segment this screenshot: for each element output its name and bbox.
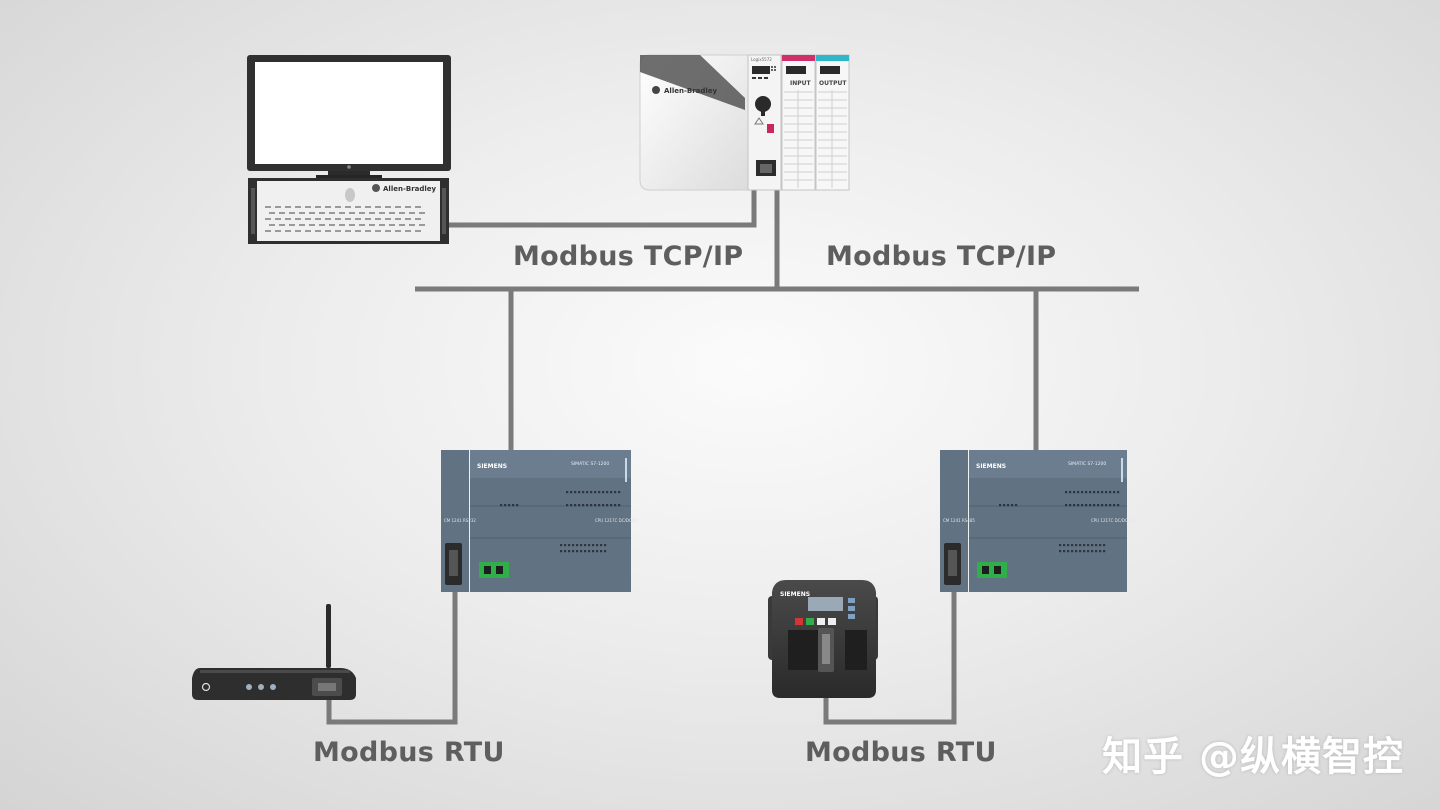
right-rtu-label: Modbus RTU [805, 737, 997, 768]
right-terminal-block [977, 562, 1007, 578]
right-io-leds [999, 491, 1120, 553]
siemens-drive: SIEMENS [768, 580, 878, 698]
wireless-router [192, 604, 356, 700]
right-s7-1200: SIEMENS SIMATIC S7-1200 CM 1241 RS485 CP… [940, 450, 1135, 592]
left-s7-1200: SIEMENS SIMATIC S7-1200 CM 1241 RS232 CP… [441, 450, 639, 592]
right-tcp-label: Modbus TCP/IP [826, 241, 1057, 272]
monitor [247, 55, 451, 179]
ab-logo-icon [652, 86, 660, 94]
antenna-icon [326, 604, 331, 668]
watermark: 知乎 @纵横智控 [1102, 734, 1404, 780]
input-module-label: INPUT [790, 80, 812, 87]
drive-brand: SIEMENS [780, 591, 810, 598]
workstation-brand: Allen-Bradley [383, 185, 437, 193]
computer-chassis: Allen-Bradley [248, 178, 449, 244]
power-icon [201, 682, 211, 692]
workstation: Allen-Bradley [247, 55, 451, 244]
left-cm-label: CM 1241 RS232 [444, 518, 476, 523]
left-cpu-label: CPU 1217C DC/DC/DC [595, 518, 639, 523]
left-terminal-block [479, 562, 509, 578]
left-s7-brand: SIEMENS [477, 463, 507, 470]
right-cm-label: CM 1241 RS485 [943, 518, 975, 523]
wire-left-rtu [326, 590, 458, 725]
sd-card-icon [767, 124, 774, 133]
cpu-display [752, 66, 770, 74]
module-wiring-grid [784, 90, 847, 188]
drive-display [808, 597, 843, 611]
left-rtu-label: Modbus RTU [313, 737, 505, 768]
ab-cpu-label: Logix5572 [751, 57, 772, 62]
left-io-leds [500, 491, 621, 553]
right-s7-model: SIMATIC S7-1200 [1068, 461, 1106, 467]
wires [326, 190, 1139, 725]
left-s7-model: SIMATIC S7-1200 [571, 461, 609, 467]
output-module-label: OUTPUT [819, 80, 847, 87]
right-s7-brand: SIEMENS [976, 463, 1006, 470]
left-tcp-label: Modbus TCP/IP [513, 241, 744, 272]
wire-workstation-to-plc [448, 190, 757, 228]
vent-grille [265, 206, 425, 232]
ab-brand: Allen-Bradley [664, 87, 718, 95]
ab-plc: Allen-Bradley Logix5572 INPUT OUTPUT [639, 54, 850, 191]
right-cpu-label: CPU 1217C DC/DC/DC [1091, 518, 1135, 523]
